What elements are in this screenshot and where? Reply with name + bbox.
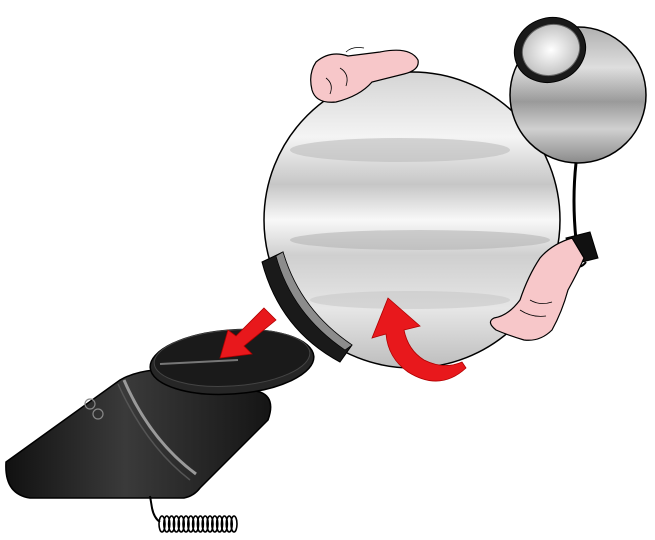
coiled-cord xyxy=(159,516,237,532)
lamp-base xyxy=(6,324,316,522)
small-globe xyxy=(505,8,646,163)
